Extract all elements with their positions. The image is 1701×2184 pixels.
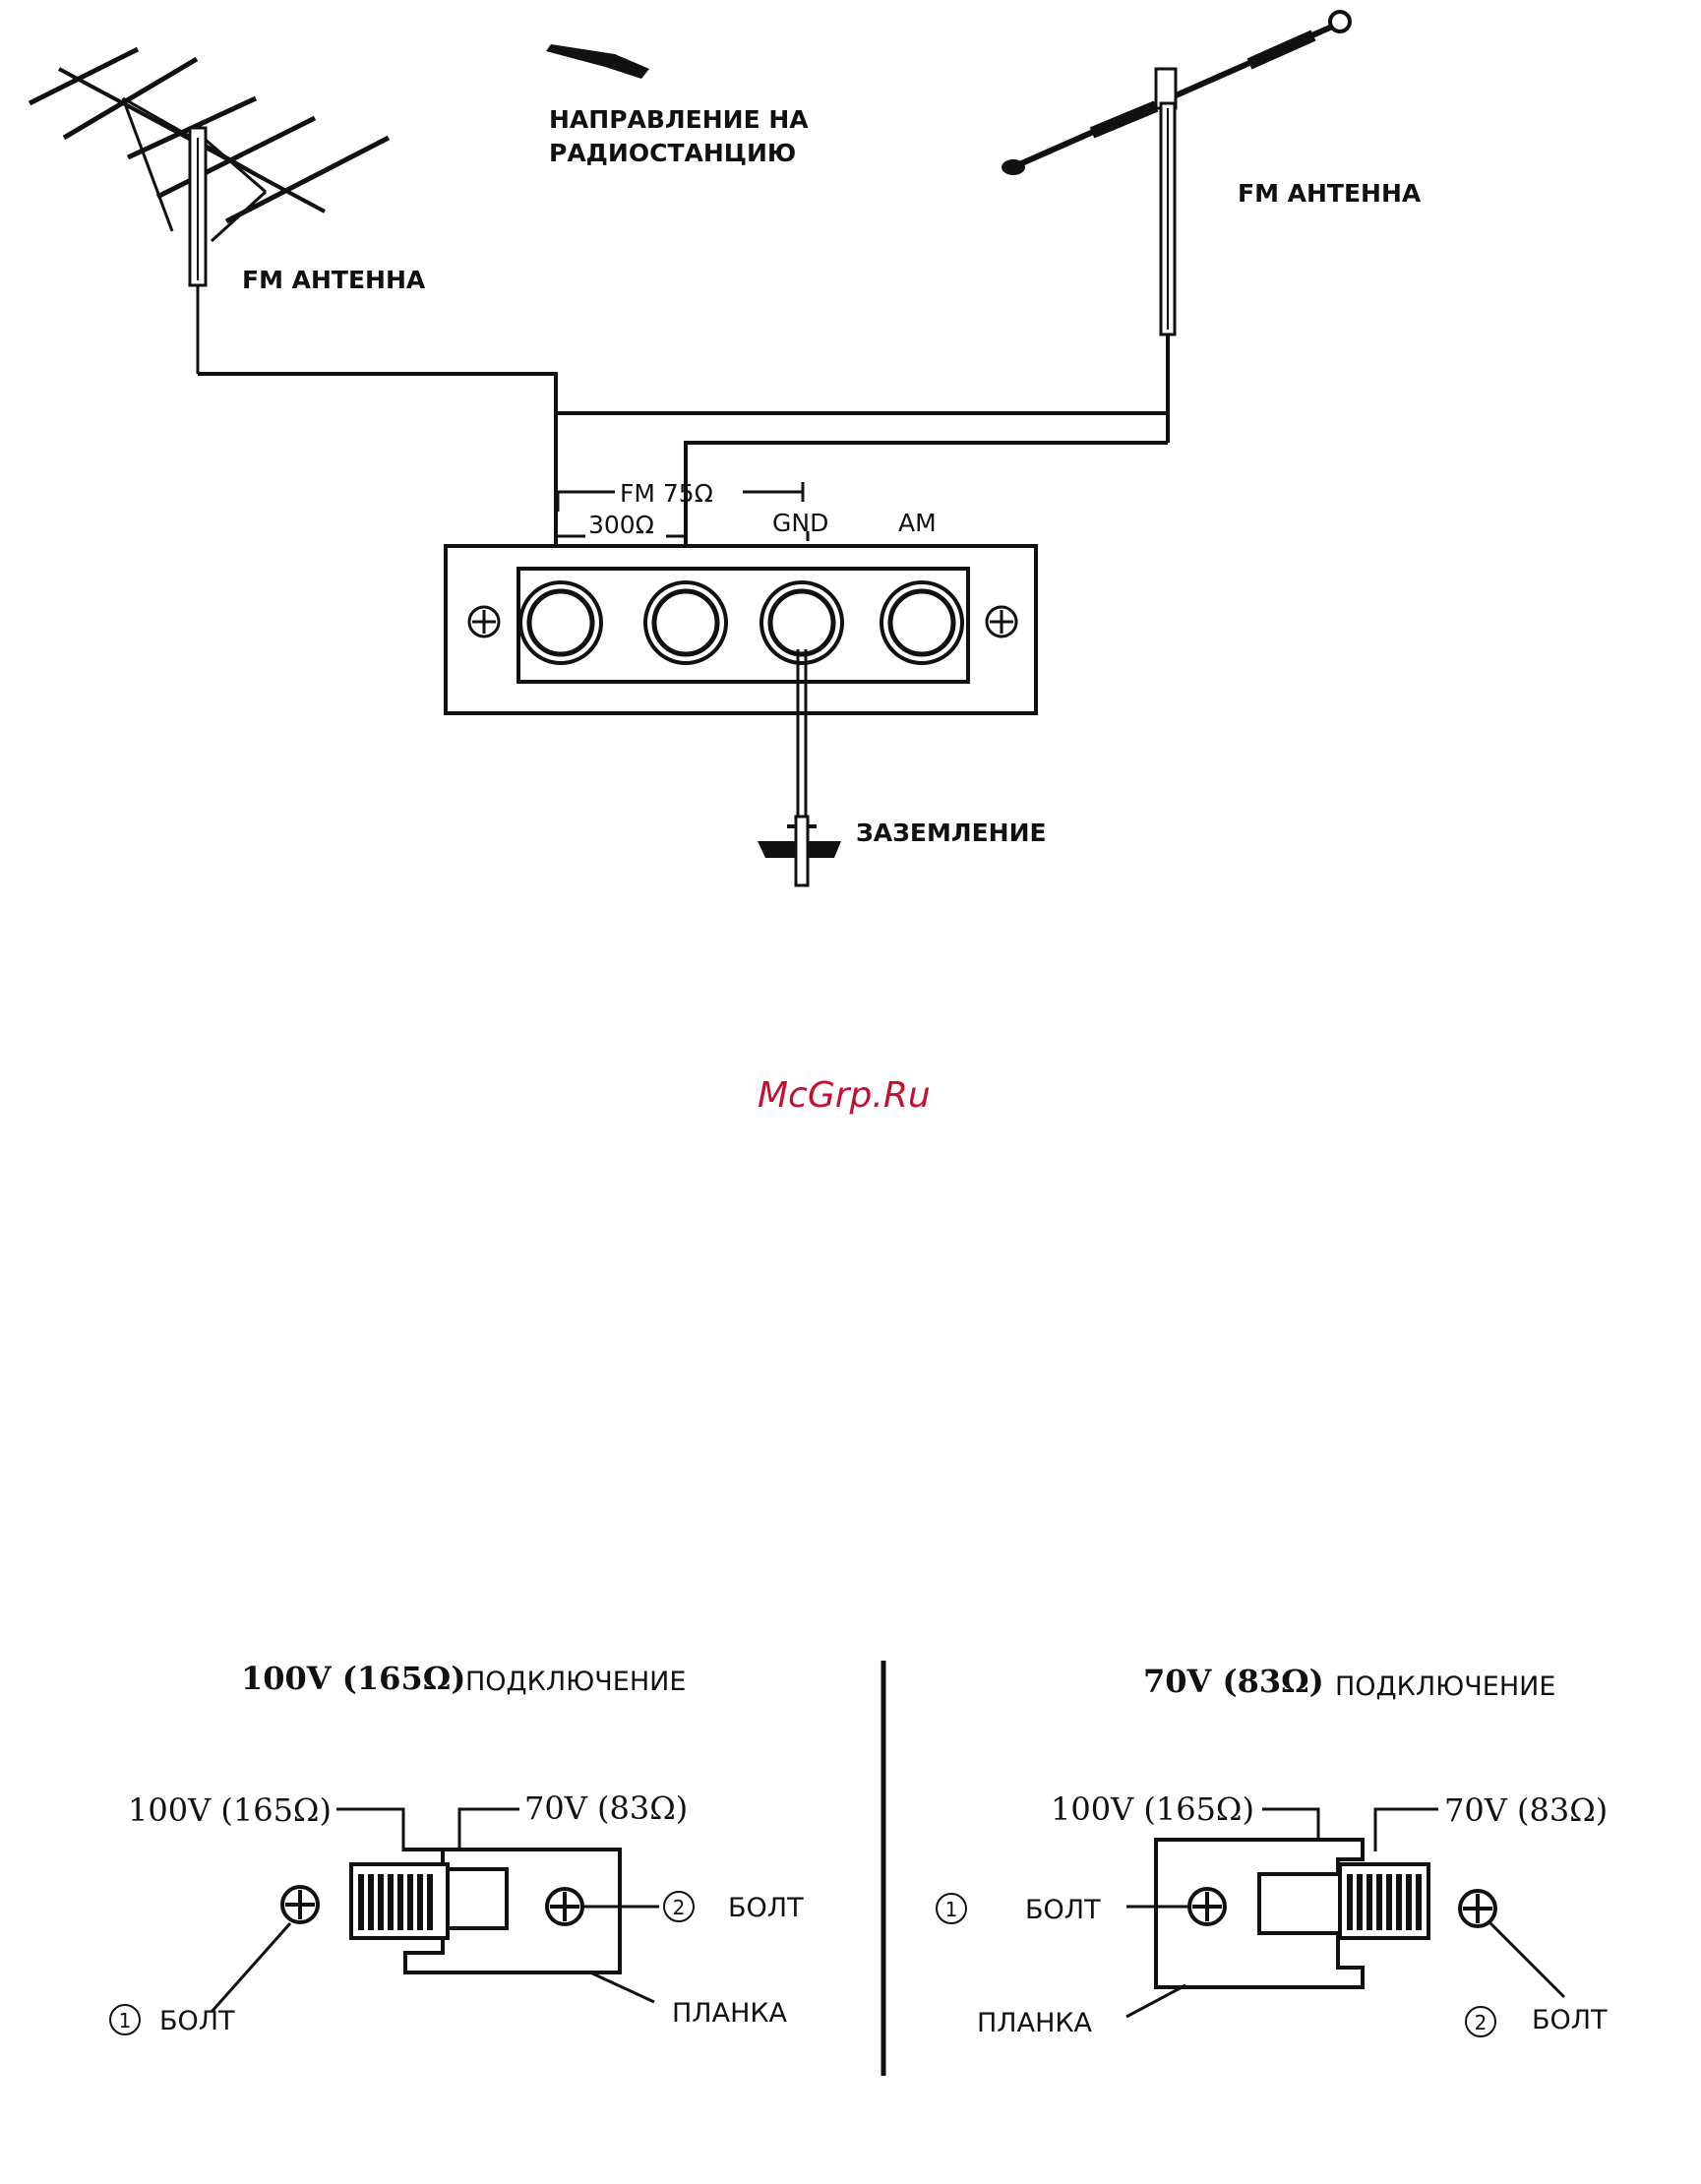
screw-right-icon [987, 607, 1016, 637]
right-plate-label: ПЛАНКА [977, 2008, 1093, 2038]
right-title-suffix: ПОДКЛЮЧЕНИЕ [1335, 1671, 1555, 1702]
right-title-main: 70V (83Ω) [1143, 1663, 1324, 1700]
right-tap-100-label: 100V (165Ω) [1051, 1790, 1254, 1828]
left-bolt-2-label: БОЛТ [728, 1893, 804, 1923]
direction-label-line2: РАДИОСТАНЦИЮ [549, 139, 796, 167]
left-bolt-2-number: 2 [664, 1892, 694, 1921]
direction-arrow-icon [546, 44, 649, 79]
screw-left-icon [469, 607, 499, 637]
direction-label-line1: НАПРАВЛЕНИЕ НА [549, 105, 809, 134]
left-plate-leader [590, 1972, 654, 2002]
right-bolt-2-label: БОЛТ [1532, 2005, 1608, 2035]
left-plate-label: ПЛАНКА [672, 1998, 788, 2029]
left-title-suffix: ПОДКЛЮЧЕНИЕ [465, 1667, 686, 1697]
gnd-label: GND [772, 509, 828, 537]
svg-text:2: 2 [1475, 2011, 1488, 2034]
fm-antenna-left-label: FM АНТЕННА [242, 266, 426, 294]
fm-300-label: 300Ω [588, 511, 654, 539]
left-bolt-1-number: 1 [110, 2005, 140, 2034]
antenna-terminal-board [446, 546, 1036, 713]
terminal-am-icon [881, 582, 962, 663]
svg-text:2: 2 [673, 1896, 686, 1919]
left-tap-100-label: 100V (165Ω) [128, 1791, 332, 1829]
left-title-main: 100V (165Ω) [241, 1660, 465, 1697]
fm-antenna-right-label: FM АНТЕННА [1238, 179, 1422, 208]
right-bolt-2-number: 2 [1466, 2007, 1495, 2036]
left-tap-70-label: 70V (83Ω) [524, 1790, 688, 1827]
left-bolt-1-icon [212, 1887, 318, 2012]
right-bolt-1-label: БОЛТ [1025, 1895, 1101, 1925]
right-tap-70-label: 70V (83Ω) [1444, 1791, 1608, 1829]
terminal-fm-300-icon [520, 582, 601, 663]
left-tap-plate-icon [336, 1809, 620, 1972]
fm-75-label: FM 75Ω [620, 479, 713, 508]
am-label: AM [898, 509, 937, 537]
right-plate-leader [1126, 1985, 1185, 2017]
terminal-fm-75-icon [645, 582, 726, 663]
right-bolt-1-number: 1 [937, 1894, 966, 1923]
ground-label: ЗАЗЕМЛЕНИЕ [856, 819, 1047, 847]
left-bolt-1-label: БОЛТ [159, 2006, 235, 2036]
svg-text:1: 1 [945, 1898, 958, 1921]
terminal-gnd-icon [761, 582, 842, 663]
fm-antenna-right-icon [1002, 12, 1350, 443]
svg-text:1: 1 [119, 2009, 132, 2032]
fm-antenna-left-icon [30, 49, 389, 374]
right-bolt-2-icon [1460, 1891, 1564, 1997]
watermark: McGrp.Ru [758, 1075, 931, 1116]
